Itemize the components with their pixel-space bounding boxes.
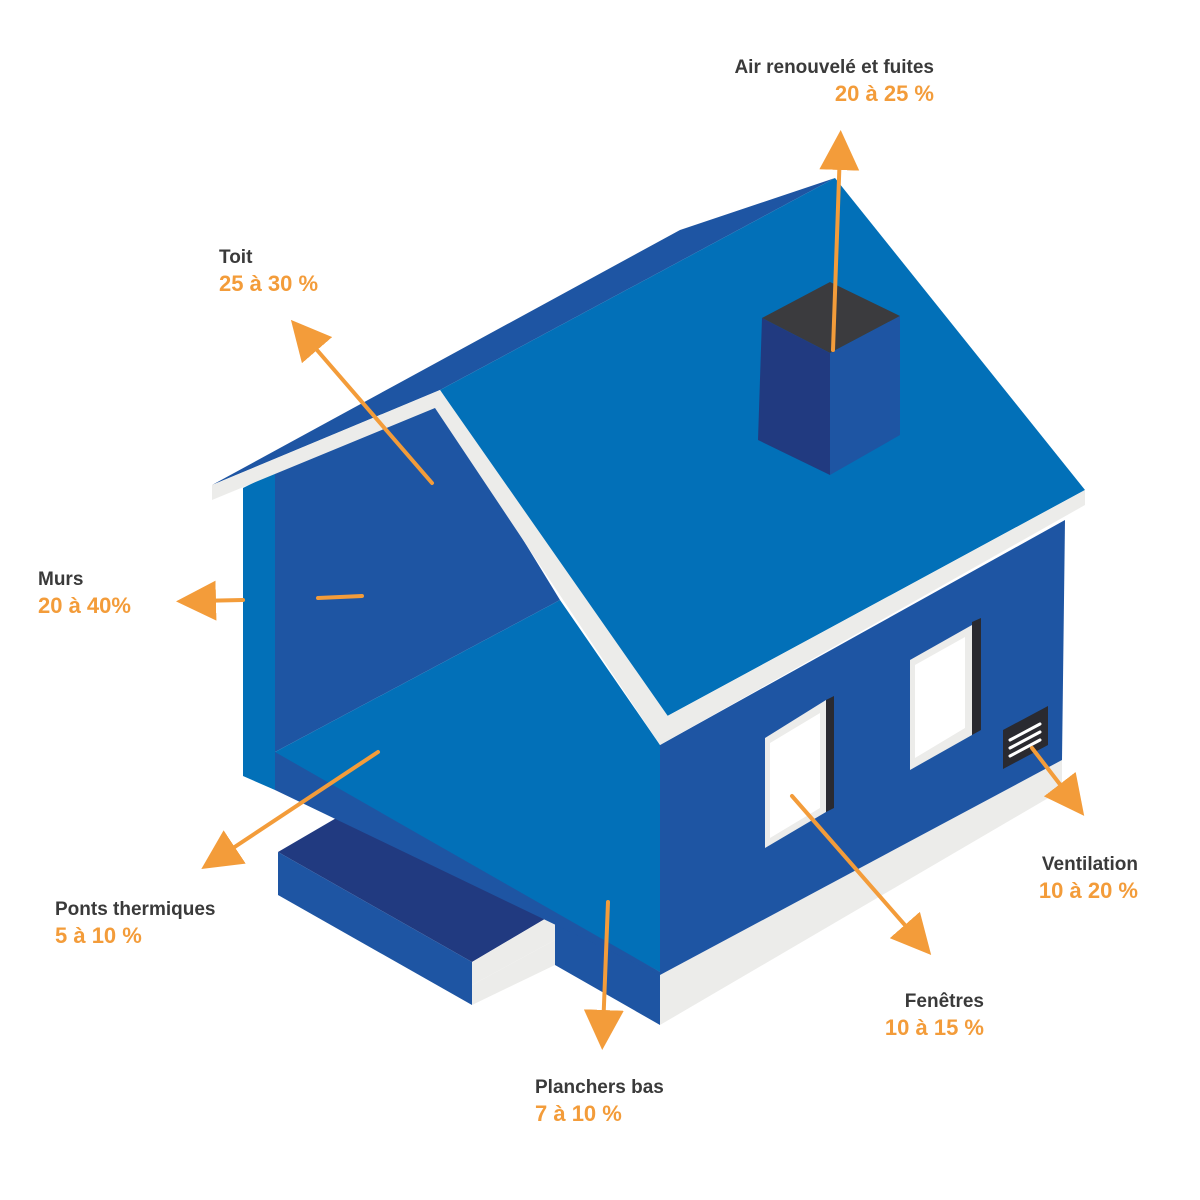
label-air-value: 20 à 25 % (834, 80, 934, 106)
house-base-strip (660, 760, 1062, 1025)
label-murs-value: 20 à 40% (38, 592, 131, 618)
arrow-ponts (201, 750, 380, 870)
left-wall-edge (243, 472, 275, 790)
step-base-strip (472, 940, 555, 1005)
vent-slats (1008, 722, 1042, 758)
step-front (278, 852, 472, 1005)
window-2-shadow (972, 618, 981, 735)
label-toit: Toit 25 à 30 % (219, 246, 318, 297)
arrow-planchers (583, 900, 624, 1050)
label-planchers: Planchers bas 7 à 10 % (535, 1076, 664, 1127)
label-ponts-value: 5 à 10 % (55, 922, 142, 948)
floor-front-edge (275, 752, 660, 975)
label-ventilation: Ventilation 10 à 20 % (1039, 853, 1138, 904)
window-2-pane (915, 637, 965, 758)
loss-arrows (176, 130, 1085, 1050)
step-top (278, 803, 555, 962)
label-ponts: Ponts thermiques 5 à 10 % (55, 898, 215, 949)
label-fenetres-name: Fenêtres (904, 991, 984, 1012)
arrow-toit (290, 319, 434, 485)
step-side (472, 913, 555, 985)
label-fenetres: Fenêtres 10 à 15 % (885, 990, 984, 1041)
window-1-pane (770, 713, 820, 838)
label-murs: Murs 20 à 40% (38, 568, 131, 619)
roof-main-slope (440, 178, 1085, 720)
arrow-ventilation (1030, 746, 1085, 816)
label-planchers-name: Planchers bas (535, 1077, 664, 1098)
label-ventilation-name: Ventilation (1041, 854, 1138, 875)
chimney-right (830, 316, 900, 475)
label-air-name: Air renouvelé et fuites (734, 57, 934, 78)
left-wall-inner (275, 404, 560, 752)
label-ponts-name: Ponts thermiques (55, 899, 216, 920)
chimney-top (762, 282, 900, 353)
label-fenetres-value: 10 à 15 % (884, 1014, 984, 1040)
label-toit-name: Toit (219, 247, 253, 268)
floor-block-front (555, 913, 660, 1025)
label-planchers-value: 7 à 10 % (535, 1100, 622, 1126)
label-air: Air renouvelé et fuites 20 à 25 % (734, 56, 934, 107)
label-ventilation-value: 10 à 20 % (1038, 877, 1138, 903)
chimney-left (758, 318, 830, 475)
roof-eave-trim (660, 490, 1085, 745)
label-murs-name: Murs (38, 569, 84, 590)
arrow-fenetres (790, 794, 932, 956)
arrow-murs-inner (316, 594, 364, 600)
arrow-murs (176, 580, 245, 621)
floor-surface (275, 600, 660, 972)
label-toit-value: 25 à 30 % (219, 270, 319, 296)
window-1-shadow (826, 696, 834, 812)
arrow-air (819, 130, 860, 352)
